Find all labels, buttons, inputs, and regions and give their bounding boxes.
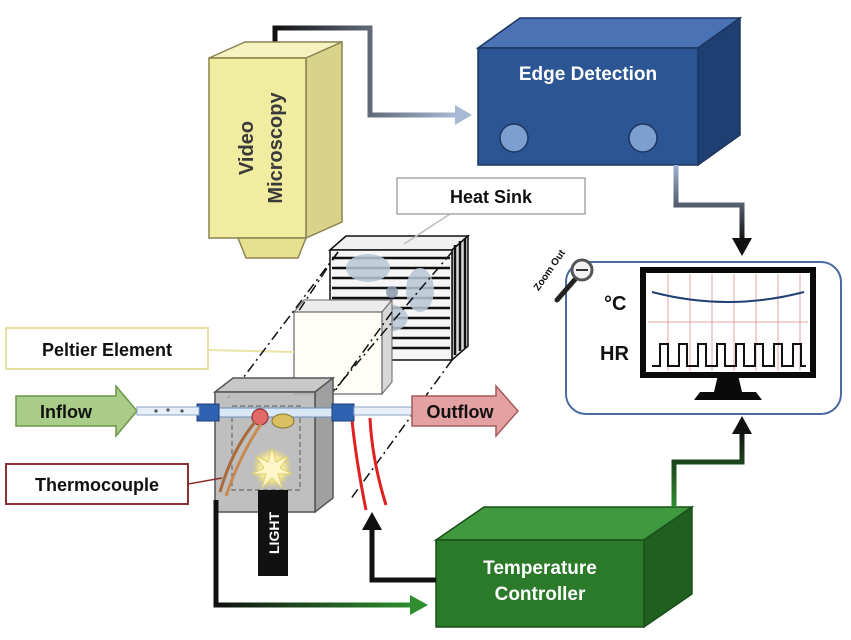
monitor-hr-label: HR	[600, 343, 629, 365]
fan-icon	[346, 254, 434, 332]
peltier-callout: Peltier Element	[5, 327, 295, 370]
red-tubing	[350, 417, 388, 511]
inflow-arrow: Inflow	[15, 383, 138, 439]
edge-detection-label: Edge Detection	[519, 64, 657, 85]
outflow-label: Outflow	[427, 402, 495, 422]
controller-to-peltier-connector	[362, 512, 436, 583]
projection-lines	[227, 251, 453, 501]
heat-sink-callout: Heat Sink	[396, 177, 586, 245]
perfusion-chamber: LIGHT	[196, 376, 355, 576]
zoom-out-label: Zoom Out	[532, 248, 568, 294]
temperature-controller-label-line2: Controller	[495, 584, 586, 605]
peltier-element-label: Peltier Element	[42, 340, 172, 360]
temperature-controller-box: Temperature Controller	[433, 505, 695, 629]
monitor-base	[694, 392, 762, 400]
monitor-stand	[714, 375, 742, 392]
video-microscopy-label-line1: Video	[236, 121, 258, 175]
microscope-to-edge-connector	[272, 25, 472, 125]
inlet-connector	[196, 403, 220, 422]
edge-detection-box: Edge Detection	[475, 16, 743, 167]
outflow-arrow: Outflow	[411, 384, 519, 438]
heart-rate-trace	[652, 343, 806, 367]
edge-detection-knob-right	[628, 123, 658, 153]
temperature-trace	[651, 291, 805, 303]
inflow-tube	[136, 406, 200, 416]
outflow-tube	[353, 406, 415, 416]
monitor-panel: °C HR	[565, 261, 842, 415]
thermocouple-to-controller-connector	[213, 500, 428, 615]
video-microscopy-box: Video Microscopy	[208, 40, 343, 259]
light-label: LIGHT	[266, 512, 282, 554]
specimen	[271, 413, 295, 429]
temperature-controller-label-line1: Temperature	[483, 558, 597, 579]
outlet-connector	[331, 403, 355, 422]
flow-tube	[197, 407, 351, 418]
light-burst	[251, 446, 293, 490]
thermocouple-label: Thermocouple	[35, 475, 159, 495]
heat-sink-label: Heat Sink	[450, 187, 533, 207]
edge-detection-knob-left	[499, 123, 529, 153]
controller-to-monitor-connector	[671, 416, 752, 507]
thermocouple-callout: Thermocouple	[5, 463, 223, 505]
edge-to-monitor-connector	[673, 165, 752, 256]
inflow-label: Inflow	[40, 402, 93, 422]
light-source	[258, 490, 288, 576]
monitor-celsius-label: °C	[604, 293, 626, 315]
video-microscopy-label-line2: Microscopy	[265, 92, 287, 204]
